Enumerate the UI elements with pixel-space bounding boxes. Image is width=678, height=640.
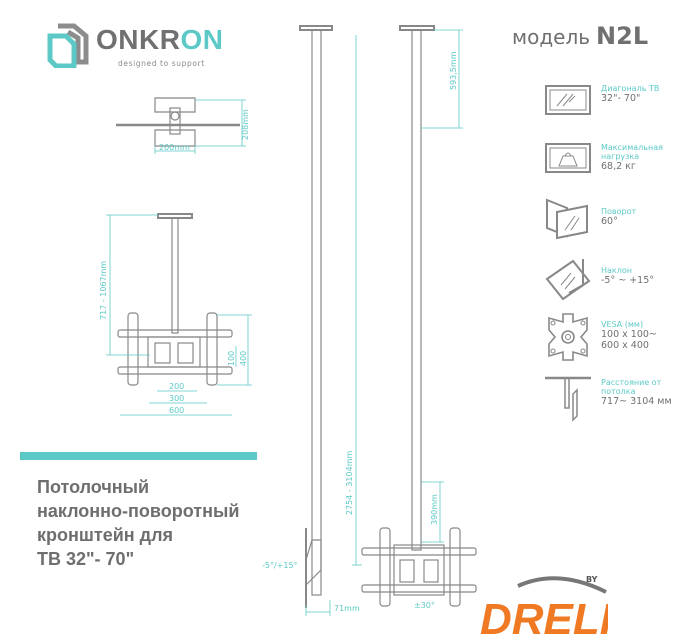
dim-depth: 71mm	[334, 604, 360, 613]
dim-vesa-100: 100	[227, 351, 236, 366]
side-view-extended-drawing	[299, 25, 333, 608]
dim-front-drop: 717 - 1067mm	[99, 261, 108, 320]
dim-390: 390mm	[430, 494, 439, 525]
onkron-logo-icon	[47, 23, 89, 68]
tilt-icon	[545, 259, 591, 301]
vesa-icon	[548, 313, 588, 361]
spec-vesa: VESA (мм)100 x 100~ 600 x 400	[601, 320, 657, 351]
product-title: Потолочный наклонно-поворотный кронштейн…	[37, 475, 239, 571]
model-label: модель	[512, 25, 591, 49]
dim-vesa-200: 200	[169, 382, 184, 391]
dim-vesa-600: 600	[169, 406, 184, 415]
accent-bar	[20, 452, 257, 460]
ceiling-distance-icon	[545, 376, 591, 422]
dim-vesa-300: 300	[169, 394, 184, 403]
weight-load-icon	[545, 143, 591, 173]
front-view-extended-drawing	[361, 25, 477, 607]
brand-tagline: designed to support	[118, 59, 205, 68]
dreli-logo-icon: BY DRELI	[480, 575, 608, 638]
title-line: кронштейн для	[37, 525, 174, 545]
retailer-by: BY	[586, 575, 598, 584]
spec-tilt: Наклон-5° ~ +15°	[601, 266, 655, 286]
dim-top-width: 200mm	[159, 143, 190, 152]
title-line: наклонно-поворотный	[37, 501, 240, 521]
title-line: Потолочный	[37, 477, 150, 497]
dim-tilt: -5°/+15°	[262, 561, 298, 570]
dim-extension-total: 2754 - 3104mm	[345, 451, 354, 515]
brand-name: ONKRON	[96, 24, 224, 55]
swivel-icon	[546, 198, 588, 240]
top-view-drawing	[116, 97, 240, 147]
dim-swivel: ±30°	[414, 601, 435, 610]
dim-extension-top: 593,5mm	[449, 51, 458, 90]
front-view-drawing	[117, 213, 233, 386]
title-line: ТВ 32"- 70"	[37, 549, 135, 569]
dim-vesa-400: 400	[239, 351, 248, 366]
dim-top-height: 208mm	[241, 109, 250, 140]
retailer-name: DRELI	[480, 595, 608, 638]
model-code: N2L	[596, 22, 649, 50]
tv-diagonal-icon	[545, 85, 591, 115]
